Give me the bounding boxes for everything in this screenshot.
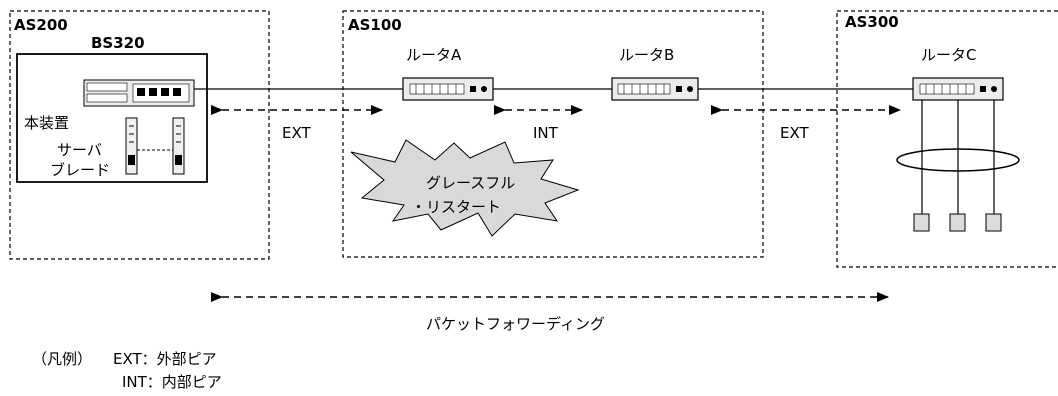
as300-label: AS300: [845, 13, 899, 31]
legend-int: INT：内部ピア: [122, 373, 222, 391]
as100-box: [342, 10, 764, 258]
as300-box: [836, 10, 1058, 268]
ext-right-label: EXT: [780, 124, 809, 142]
bs320-label: BS320: [91, 34, 145, 52]
router-c-label: ルータC: [921, 46, 976, 64]
legend-ext: EXT：外部ピア: [113, 350, 217, 368]
bs320-box: [16, 53, 208, 183]
server-blade-label-line1: サーバ: [57, 141, 102, 159]
legend-prefix: （凡例）: [32, 350, 92, 368]
main-unit-chassis-icon: [83, 79, 195, 107]
server-blade-icon: [125, 117, 138, 175]
graceful-restart-line1: グレースフル: [426, 174, 515, 192]
router-a-icon: [402, 77, 494, 101]
graceful-restart-burst: [350, 139, 580, 237]
router-b-icon: [611, 77, 699, 101]
int-label: INT: [533, 124, 559, 142]
ext-left-label: EXT: [282, 124, 311, 142]
as200-label: AS200: [14, 16, 68, 34]
router-c-icon: [912, 77, 1004, 101]
lan-segment: [896, 148, 1020, 172]
server-blade-icon: [172, 117, 185, 175]
host-icon: [949, 213, 966, 232]
graceful-restart-line2: ・リスタート: [411, 198, 501, 216]
as100-label: AS100: [348, 16, 402, 34]
router-a-label: ルータA: [406, 46, 462, 64]
router-b-label: ルータB: [619, 46, 674, 64]
host-icon: [985, 213, 1002, 232]
server-blade-label-line2: ブレード: [50, 161, 110, 179]
host-icon: [913, 213, 930, 232]
as200-box: [9, 10, 270, 260]
packet-forwarding-label: パケットフォワーディング: [426, 315, 605, 333]
main-unit-label: 本装置: [24, 114, 69, 132]
